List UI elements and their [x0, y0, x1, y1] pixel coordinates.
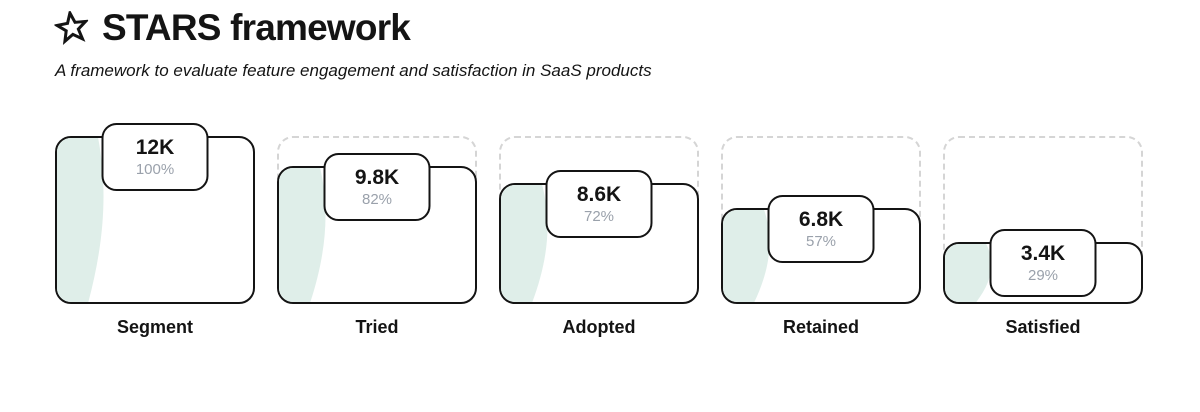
stage-box-area: 3.4K 29%	[943, 123, 1143, 305]
value-badge: 3.4K 29%	[989, 229, 1097, 298]
value-badge: 8.6K 72%	[545, 170, 653, 239]
value-badge: 6.8K 57%	[767, 195, 875, 264]
funnel-stage-retained: 6.8K 57% Retained	[721, 123, 921, 338]
stage-percentage: 57%	[805, 233, 837, 251]
stage-box-area: 8.6K 72%	[499, 123, 699, 305]
stage-box-area: 12K 100%	[55, 123, 255, 305]
mint-highlight	[57, 138, 104, 303]
funnel-chart: 12K 100% Segment 9.8K 82% Tried	[55, 123, 1143, 338]
mint-highlight	[723, 210, 770, 303]
star-icon	[52, 9, 90, 46]
stage-value: 3.4K	[1020, 241, 1066, 265]
value-badge: 9.8K 82%	[323, 153, 431, 222]
page-title: STARS framework	[102, 7, 411, 48]
funnel-stage-satisfied: 3.4K 29% Satisfied	[943, 123, 1143, 338]
stage-box-area: 9.8K 82%	[277, 123, 477, 305]
stage-value: 9.8K	[354, 165, 400, 189]
stage-value: 12K	[135, 135, 175, 159]
stage-label: Adopted	[562, 317, 636, 338]
funnel-stage-adopted: 8.6K 72% Adopted	[499, 123, 699, 338]
funnel-stage-segment: 12K 100% Segment	[55, 123, 255, 338]
header: STARS framework	[52, 7, 1143, 49]
stage-percentage: 29%	[1027, 267, 1059, 285]
mint-highlight	[945, 244, 992, 303]
funnel-stage-tried: 9.8K 82% Tried	[277, 123, 477, 338]
mint-highlight	[279, 168, 326, 303]
stage-value: 6.8K	[798, 207, 844, 231]
page-subtitle: A framework to evaluate feature engageme…	[55, 60, 652, 80]
stage-label: Tried	[355, 317, 399, 338]
stage-percentage: 82%	[361, 191, 393, 209]
stage-value: 8.6K	[576, 182, 622, 206]
stage-box-area: 6.8K 57%	[721, 123, 921, 305]
stage-label: Segment	[116, 317, 194, 338]
stage-percentage: 72%	[583, 208, 615, 226]
mint-highlight	[501, 185, 548, 303]
stage-percentage: 100%	[135, 161, 175, 179]
stars-framework-page: STARS framework A framework to evaluate …	[52, 7, 1143, 338]
stage-label: Satisfied	[1005, 317, 1081, 338]
value-badge: 12K 100%	[101, 123, 209, 192]
stage-label: Retained	[782, 317, 860, 338]
